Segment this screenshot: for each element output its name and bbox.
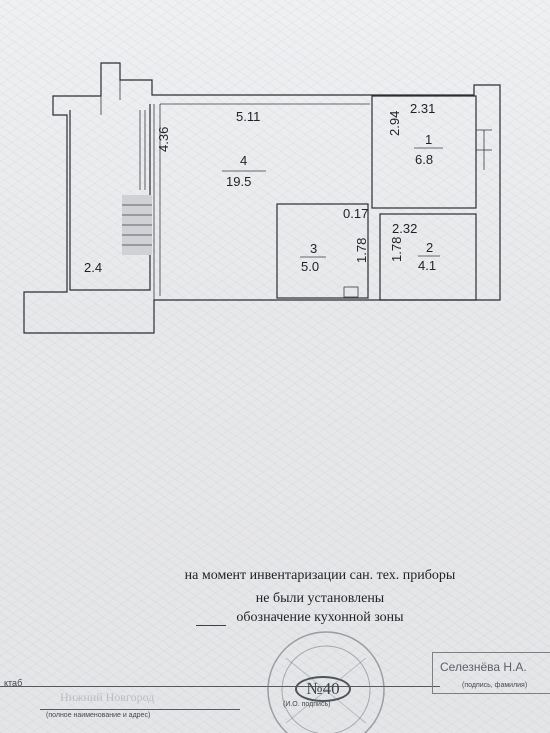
footer-left-rule: [40, 709, 240, 710]
signer-box: [432, 652, 550, 694]
room-1-number: 1: [425, 132, 432, 147]
footer-rule: [0, 686, 440, 687]
room-4-area: 19.5: [226, 174, 251, 189]
kitchen-zone-dash: [196, 625, 226, 626]
building-outline: [23, 62, 501, 334]
seal-number: №40: [295, 676, 351, 702]
dimension-room1-height: 2.94: [387, 111, 402, 136]
dimension-room2-width: 2.32: [392, 221, 417, 236]
dimension-room1-width: 2.31: [410, 101, 435, 116]
room-2-number: 2: [426, 240, 433, 255]
room-1-outline: [371, 95, 492, 209]
dimension-room3-height: 1.78: [354, 238, 369, 263]
room-2-area: 4.1: [418, 258, 436, 273]
room-1-area: 6.8: [415, 152, 433, 167]
footer-faded-text: Нижний Новгород: [60, 690, 155, 704]
dimension-room2-height: 1.78: [389, 237, 404, 262]
note-line-1: на момент инвентаризации сан. тех. прибо…: [184, 568, 456, 583]
room-4-number: 4: [240, 153, 247, 168]
signer-name: Селезнёва Н.А.: [440, 660, 527, 674]
seal-caption: (И.О. подпись): [283, 701, 331, 708]
footer-left-tag: ктаб: [4, 678, 23, 688]
dimension-top-width: 5.11: [236, 109, 260, 124]
balcony-area: 2.4: [84, 260, 102, 275]
note-line-2: не были установлены: [255, 591, 385, 606]
room-3-outline: [276, 203, 369, 299]
dimension-gap: 0.17: [343, 206, 368, 221]
room-2-outline: [379, 213, 477, 301]
room-3-number: 3: [310, 241, 317, 256]
dimension-left-height: 4.36: [156, 127, 171, 152]
room-3-area: 5.0: [301, 259, 319, 274]
signer-caption: (подпись, фамилия): [462, 682, 528, 689]
note-line-3: обозначение кухонной зоны: [236, 610, 404, 625]
footer-left-caption: (полное наименование и адрес): [46, 712, 151, 719]
